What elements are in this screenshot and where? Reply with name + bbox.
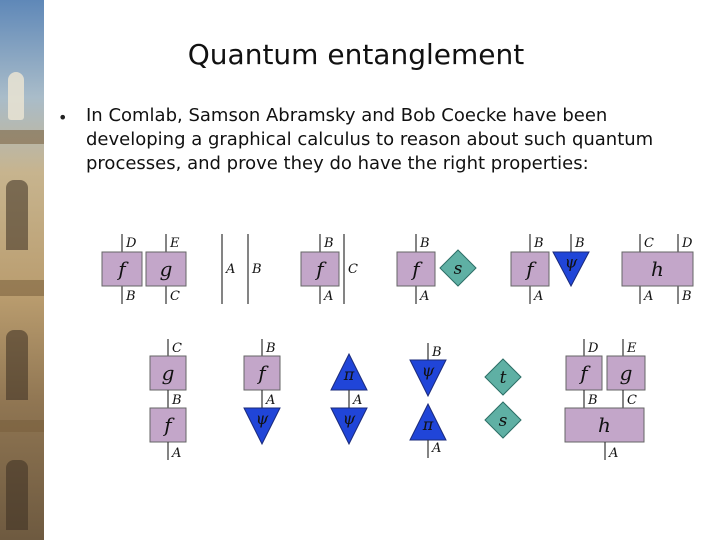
triangle-label: π <box>422 415 434 434</box>
process-box <box>510 251 550 287</box>
wire-label: B <box>125 289 136 304</box>
process-box <box>101 251 143 287</box>
box-label: h <box>651 257 664 281</box>
wire-label: A <box>265 393 275 408</box>
wire-label: C <box>170 289 180 304</box>
wire-label: B <box>587 393 598 408</box>
process-box <box>300 251 340 287</box>
wire-label: C <box>172 341 182 356</box>
wire-label: E <box>169 236 180 251</box>
wire-label: E <box>626 341 637 356</box>
wire-label: C <box>627 393 637 408</box>
state-triangle-down <box>243 407 281 446</box>
box-label: h <box>598 413 611 437</box>
triangle-label: ψ <box>343 409 356 428</box>
process-box <box>243 355 281 391</box>
wire-label: B <box>323 236 334 251</box>
wire-label: B <box>265 341 276 356</box>
scalar-diamond <box>439 249 477 287</box>
state-triangle-down <box>409 359 447 398</box>
process-box <box>145 251 187 287</box>
box-label: g <box>162 361 175 385</box>
scalar-diamond <box>484 358 522 396</box>
process-box <box>564 407 645 443</box>
wire-label: A <box>608 446 618 461</box>
wire-label: A <box>431 441 441 456</box>
wire-label: A <box>419 289 429 304</box>
wire-label: C <box>348 262 358 277</box>
scalar-diamond <box>484 401 522 439</box>
box-label: g <box>160 257 173 281</box>
statue-figure <box>8 72 24 120</box>
wire-label: D <box>681 236 693 251</box>
process-box <box>396 251 436 287</box>
bullet-text: In Comlab, Samson Abramsky and Bob Coeck… <box>86 105 654 174</box>
wire-label: B <box>681 289 692 304</box>
wire-label: D <box>587 341 599 356</box>
wire-label: C <box>644 236 654 251</box>
wire-label: A <box>171 446 181 461</box>
wire-label: B <box>431 345 442 360</box>
diamond-label: t <box>500 368 507 388</box>
building-photo-strip <box>0 0 44 540</box>
triangle-label: ψ <box>565 252 578 271</box>
state-triangle-down <box>552 251 590 288</box>
wire-label: A <box>323 289 333 304</box>
wire-label: A <box>643 289 653 304</box>
wire-label: D <box>125 236 137 251</box>
diamond-label: s <box>454 259 463 279</box>
process-box <box>606 355 646 391</box>
triangle-label: ψ <box>256 409 269 428</box>
state-triangle-down <box>330 407 368 446</box>
slide-title: Quantum entanglement <box>187 38 525 71</box>
wire-label: A <box>352 393 362 408</box>
wire-label: B <box>533 236 544 251</box>
wire-label: B <box>574 236 585 251</box>
wire-label: B <box>251 262 262 277</box>
process-box <box>621 251 694 287</box>
wire-label: A <box>533 289 543 304</box>
bullet-marker: • <box>58 108 68 127</box>
triangle-label: ψ <box>422 361 435 380</box>
wire-label: A <box>225 262 235 277</box>
wire-label: B <box>171 393 182 408</box>
wire-label: B <box>419 236 430 251</box>
diamond-label: s <box>499 411 508 431</box>
triangle-label: π <box>343 365 355 384</box>
box-label: g <box>620 361 633 385</box>
